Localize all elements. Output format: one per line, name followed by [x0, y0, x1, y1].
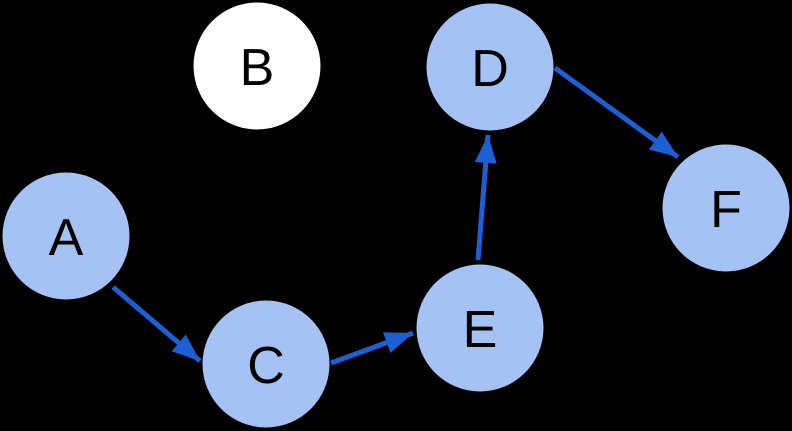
node-f[interactable]: F: [662, 144, 790, 272]
node-d-circle[interactable]: [426, 3, 554, 131]
node-e-label: E: [463, 301, 498, 359]
edge-d-f[interactable]: [553, 65, 680, 160]
node-e-circle[interactable]: [416, 264, 544, 392]
edge-e-d[interactable]: [474, 134, 497, 261]
node-f-label: F: [710, 181, 742, 239]
node-b-circle[interactable]: [193, 2, 321, 130]
edge-c-e[interactable]: [330, 330, 414, 366]
node-c-circle[interactable]: [202, 300, 330, 428]
node-b[interactable]: B: [193, 2, 321, 130]
node-a-circle[interactable]: [2, 172, 130, 300]
node-a[interactable]: A: [2, 172, 130, 300]
node-e[interactable]: E: [416, 264, 544, 392]
edges-layer: [111, 65, 680, 366]
edge-a-c[interactable]: [111, 285, 202, 363]
node-b-label: B: [240, 39, 275, 97]
node-d-label: D: [471, 40, 509, 98]
node-a-label: A: [49, 209, 84, 267]
node-d[interactable]: D: [426, 3, 554, 131]
node-f-circle[interactable]: [662, 144, 790, 272]
node-c-label: C: [247, 337, 285, 395]
node-c[interactable]: C: [202, 300, 330, 428]
